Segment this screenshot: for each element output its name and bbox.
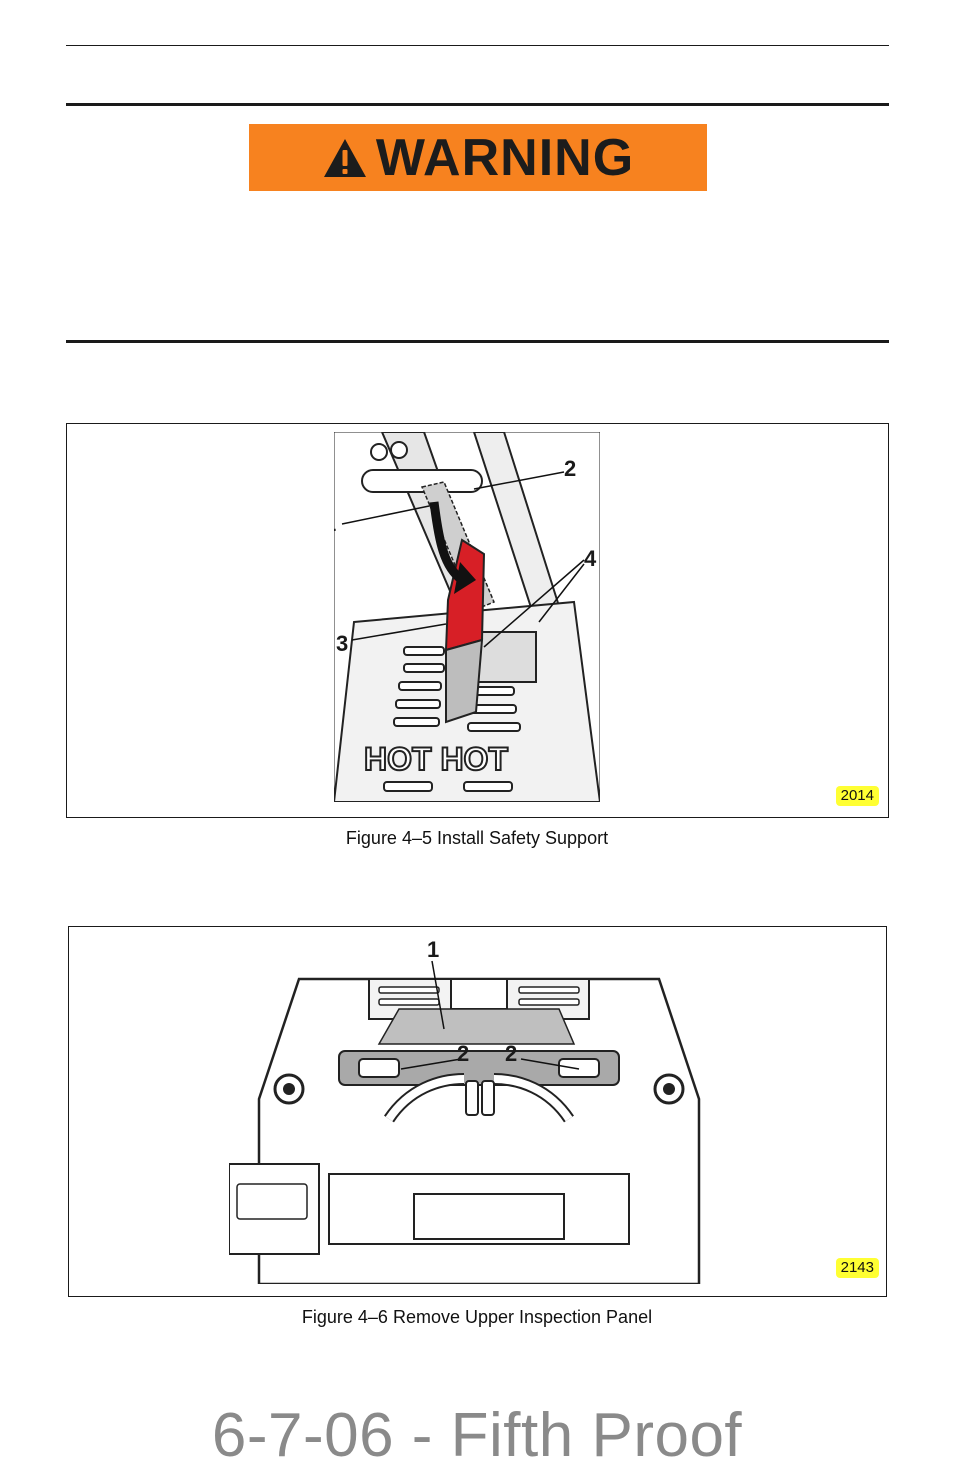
inspection-panel-illustration: 1 2 2 <box>229 939 701 1284</box>
figure-install-safety-support: HOT HOT 2 1 3 4 2014 <box>66 423 889 818</box>
warning-top-rule <box>66 103 889 106</box>
proof-watermark: 6-7-06 - Fifth Proof <box>211 1401 743 1470</box>
figure-remove-upper-inspection-panel: 1 2 2 2143 <box>68 926 887 1297</box>
callout-1: 1 <box>427 939 439 962</box>
callout-4: 4 <box>584 546 597 571</box>
safety-support-illustration: HOT HOT 2 1 3 4 <box>334 432 600 802</box>
callout-3: 3 <box>336 631 348 656</box>
figure-number-badge: 2143 <box>835 1257 879 1278</box>
warning-bottom-rule <box>66 340 889 343</box>
callout-2: 2 <box>564 456 576 481</box>
warning-label: WARNING <box>375 128 635 187</box>
warning-banner: WARNING <box>249 124 707 191</box>
warning-triangle-icon <box>323 138 366 177</box>
hot-decal: HOT HOT <box>364 741 508 777</box>
figure-number-badge: 2014 <box>835 785 879 806</box>
figure-caption-1: Figure 4–5 Install Safety Support <box>345 828 609 848</box>
callout-1: 1 <box>334 511 336 536</box>
header-rule <box>66 45 889 46</box>
callout-2-left: 2 <box>457 1041 469 1066</box>
figure-caption-2: Figure 4–6 Remove Upper Inspection Panel <box>301 1307 653 1327</box>
callout-2-right: 2 <box>505 1041 517 1066</box>
